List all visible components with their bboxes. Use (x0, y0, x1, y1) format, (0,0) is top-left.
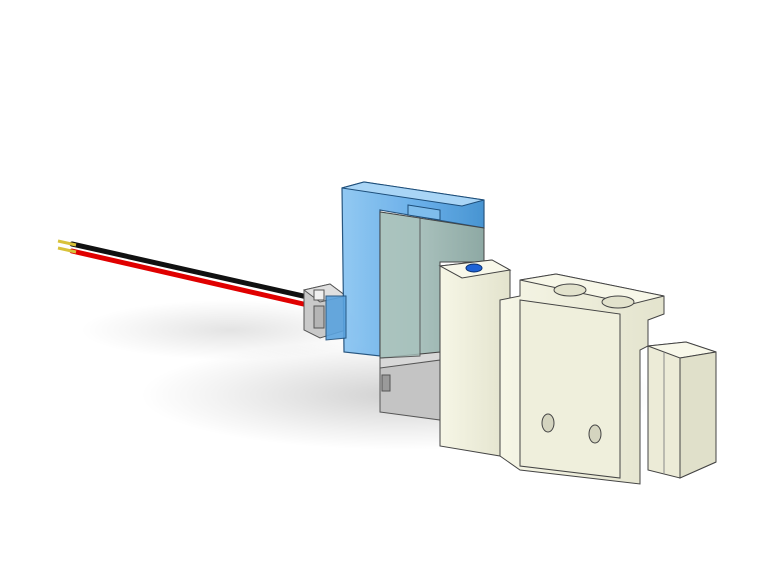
wire-tip-black (57, 239, 77, 247)
coil-core (379, 211, 485, 359)
solenoid-housing (325, 181, 485, 357)
wire-red (69, 248, 315, 309)
wire-black (69, 241, 315, 301)
mount-hole-1 (541, 413, 555, 433)
wire-tip-red (57, 246, 77, 254)
valve-body (438, 259, 717, 485)
indicator-light (465, 263, 483, 273)
mount-hole-2 (588, 424, 602, 444)
lead-wires (57, 239, 315, 309)
port-1 (553, 283, 587, 297)
port-2 (601, 295, 635, 309)
